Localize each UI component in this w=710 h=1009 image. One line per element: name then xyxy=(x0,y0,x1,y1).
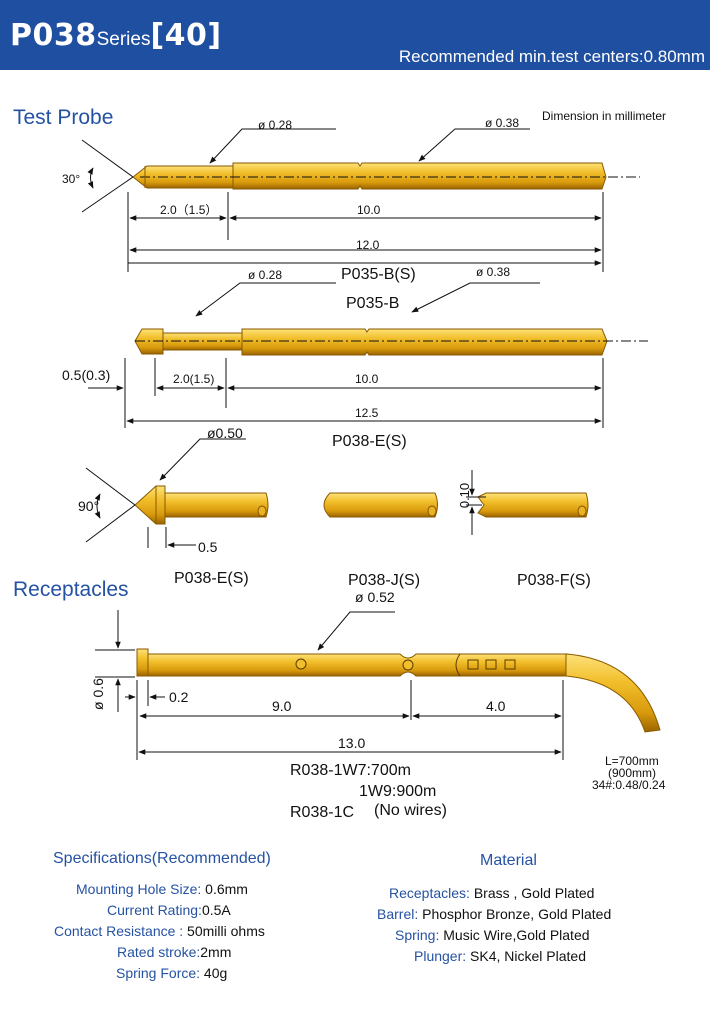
receptacles-title: Receptacles xyxy=(13,578,129,601)
tip-label-e: P038-E(S) xyxy=(174,570,249,587)
material-row: Plunger: SK4, Nickel Plated xyxy=(414,948,586,964)
p1-model-a: P035-B(S) xyxy=(341,266,416,283)
p2-dia-small: ø 0.28 xyxy=(248,268,283,282)
unit-note: Dimension in millimeter xyxy=(542,109,667,123)
p1-dia-small: ø 0.28 xyxy=(258,118,293,132)
min-test-centers: Recommended min.test centers:0.80mm xyxy=(398,47,705,66)
tip-label-j: P038-J(S) xyxy=(348,572,421,589)
rec-dia-side: ø 0.6 xyxy=(90,678,106,710)
rec-model-1: R038-1W7:700m xyxy=(290,762,411,779)
tip-angle: 90° xyxy=(78,498,100,514)
wire-note-2: (900mm) xyxy=(608,766,657,780)
header-banner: P038Series[40] Recommended min.test cent… xyxy=(0,0,710,70)
rec-no-wires: (No wires) xyxy=(374,802,447,819)
p2-dia-large: ø 0.38 xyxy=(476,265,511,279)
receptacle-body xyxy=(136,648,661,733)
material-row: Barrel: Phosphor Bronze, Gold Plated xyxy=(377,906,612,922)
model-name: P038 xyxy=(10,18,97,53)
rec-dim-body: 9.0 xyxy=(272,698,292,714)
rec-model-3: R038-1C xyxy=(290,804,355,821)
test-probe-title: Test Probe xyxy=(13,106,114,129)
p2-dim-offset: 0.5(0.3) xyxy=(62,367,111,383)
p1-dim-barrel: 10.0 xyxy=(357,203,381,217)
tip-j-shape xyxy=(323,492,438,518)
series-word: Series xyxy=(96,29,151,50)
series-count: [40] xyxy=(150,18,222,53)
p2-dim-barrel: 10.0 xyxy=(355,372,379,386)
series-title: P038Series[40] xyxy=(10,18,222,53)
spec-row: Contact Resistance : 50milli ohms xyxy=(54,923,265,939)
tip-f-shape xyxy=(477,492,589,518)
p2-dim-total: 12.5 xyxy=(355,406,379,420)
p1-angle: 30° xyxy=(62,172,81,186)
p1-dia-large: ø 0.38 xyxy=(485,116,520,130)
p2-dim-front: 2.0(1.5) xyxy=(173,372,215,386)
tip-dim: 0.5 xyxy=(198,539,218,555)
probe1-body xyxy=(132,162,640,190)
specs-title: Specifications(Recommended) xyxy=(53,850,271,867)
spec-row: Spring Force: 40g xyxy=(116,965,228,981)
rec-dim-total: 13.0 xyxy=(338,735,366,751)
wire-note-3: 34#:0.48/0.24 xyxy=(592,778,666,792)
probe2-body xyxy=(134,328,648,356)
tip-label-f: P038-F(S) xyxy=(517,572,591,589)
material-row: Receptacles: Brass , Gold Plated xyxy=(389,885,595,901)
tip-e-shape xyxy=(134,485,269,525)
material-row: Spring: Music Wire,Gold Plated xyxy=(395,927,590,943)
p1-model-b: P035-B xyxy=(346,295,400,312)
rec-dim-tail: 4.0 xyxy=(486,698,506,714)
spec-row: Rated stroke:2mm xyxy=(117,944,232,960)
rec-dia-top: ø 0.52 xyxy=(355,589,395,605)
p1-dim-front: 2.0（1.5） xyxy=(160,203,218,217)
wire-note-1: L=700mm xyxy=(605,754,659,768)
tip-dia: ø0.50 xyxy=(207,425,243,441)
rec-dim-collar: 0.2 xyxy=(169,689,189,705)
rec-model-2: 1W9:900m xyxy=(359,783,437,800)
spec-row: Mounting Hole Size: 0.6mm xyxy=(76,881,248,897)
material-title: Material xyxy=(480,852,537,869)
tip-f-dim: 0.10 xyxy=(457,482,473,509)
p2-model: P038-E(S) xyxy=(332,433,407,450)
p1-dim-total: 12.0 xyxy=(356,238,380,252)
spec-row: Current Rating:0.5A xyxy=(107,902,231,918)
